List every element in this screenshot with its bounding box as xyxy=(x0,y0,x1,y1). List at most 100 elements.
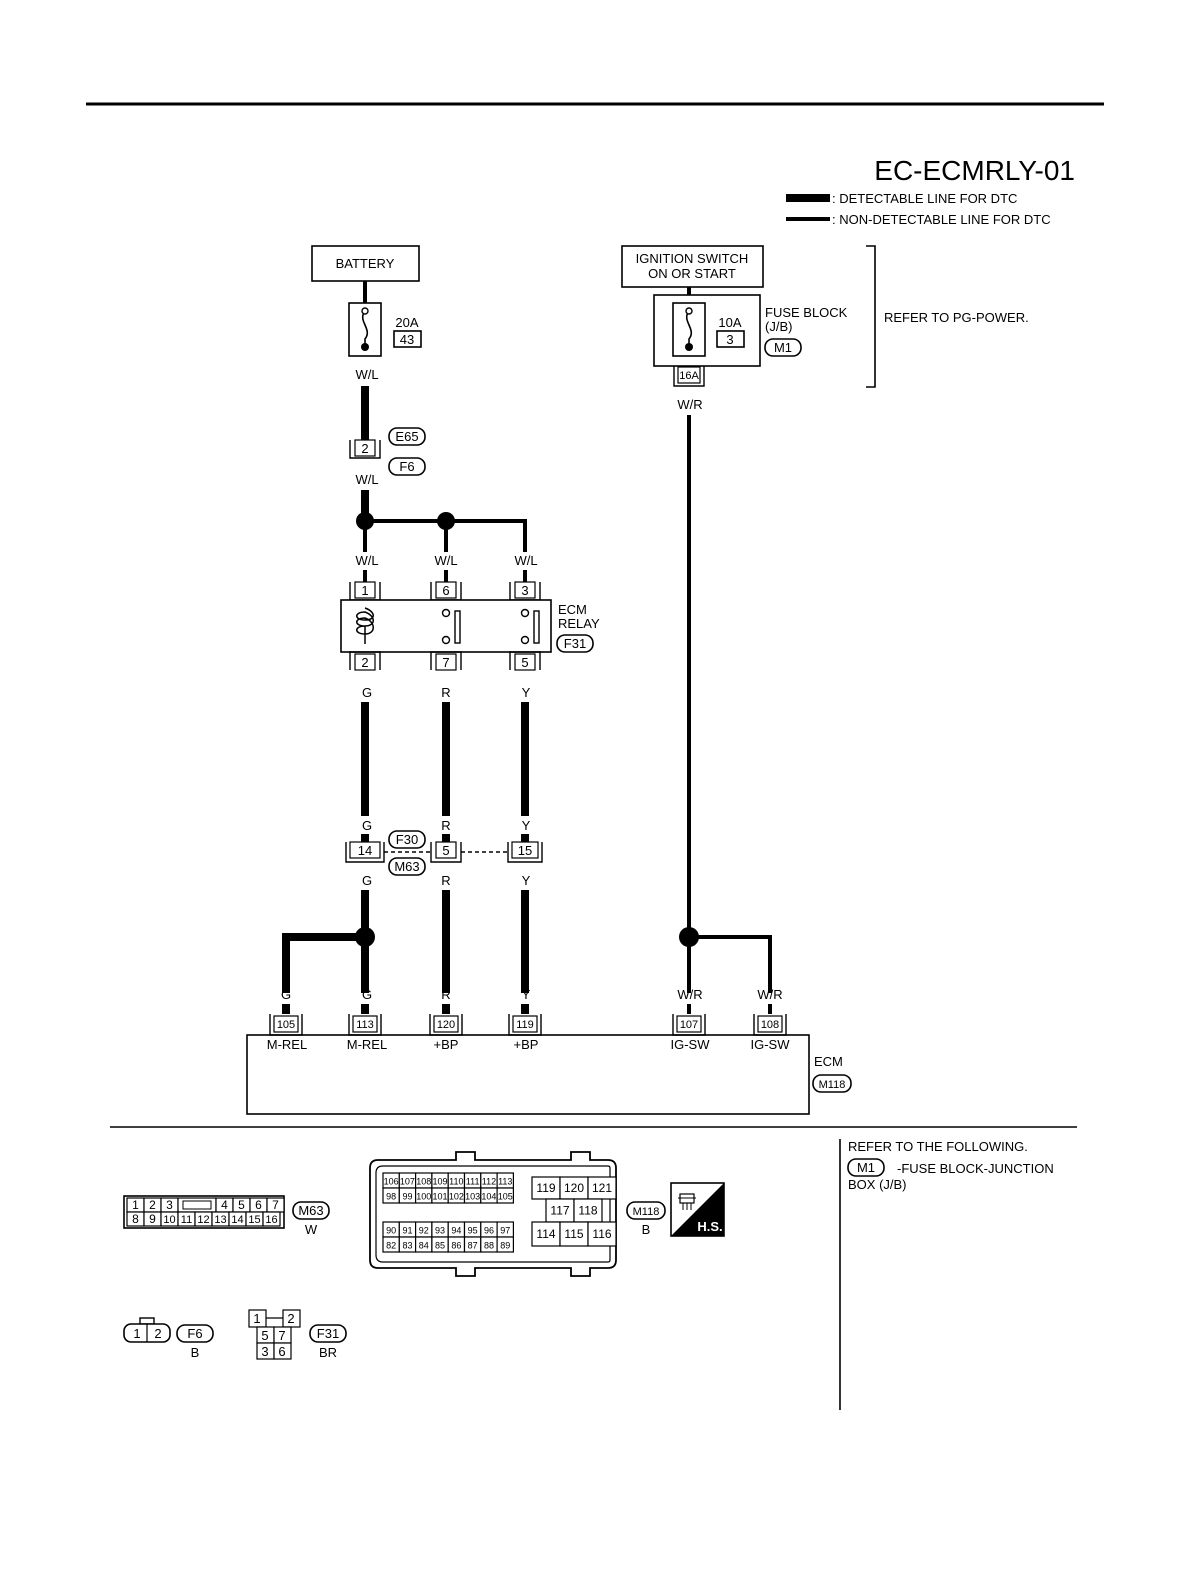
refer-desc2: BOX (J/B) xyxy=(848,1177,907,1192)
conn-m63: M63 xyxy=(394,859,419,874)
mid-wire-in-3: Y xyxy=(522,818,531,833)
m118-pin: 90 xyxy=(386,1226,396,1236)
connector-bracket xyxy=(430,651,462,670)
m63-pin: 11 xyxy=(181,1214,192,1226)
relay-pin-box xyxy=(514,653,536,671)
relay-top-wire-2: W/L xyxy=(434,553,457,568)
mid-pin-3: 15 xyxy=(518,843,532,858)
mid-pin-1: 14 xyxy=(358,843,372,858)
ecm-pin-box xyxy=(273,1015,299,1033)
ecm-relay: 1 6 3 2 7 5 ECM RELAY F31 xyxy=(340,581,600,671)
m118-pin: 84 xyxy=(419,1241,429,1251)
ecm-pin-box xyxy=(433,1015,459,1033)
ignition-fuse-amp: 10A xyxy=(718,315,741,330)
connector-bracket xyxy=(673,366,705,387)
connector-bracket xyxy=(508,1014,542,1036)
relay-top-pin-2: 6 xyxy=(442,583,449,598)
conn-tag-m63 xyxy=(388,857,426,876)
m63-pin: 16 xyxy=(265,1214,277,1226)
joint-connector: 2 E65 F6 xyxy=(349,427,426,476)
m118-color: B xyxy=(642,1222,651,1237)
relay-top-pin-3: 3 xyxy=(521,583,528,598)
relay-pin-box xyxy=(514,581,536,599)
battery-label: BATTERY xyxy=(336,256,395,271)
m63-cell xyxy=(262,1211,281,1227)
mid-wire-out-3: Y xyxy=(522,873,531,888)
refer-conn: M1 xyxy=(857,1160,875,1175)
conn-tag-m1 xyxy=(847,1158,885,1177)
relay-bottom-pin-1: 2 xyxy=(361,655,368,670)
diagram-id: EC-ECMRLY-01 xyxy=(874,155,1075,186)
connector-bracket xyxy=(429,1014,463,1036)
ecm-term-name-6: IG-SW xyxy=(751,1037,791,1052)
relay-bottom-wire-1: G xyxy=(362,685,372,700)
refer-power: REFER TO PG-POWER. xyxy=(884,310,1029,325)
conn-tag-e65 xyxy=(388,427,426,446)
ecm-wire-2: G xyxy=(362,987,372,1002)
ecm-pin-4: 119 xyxy=(516,1019,534,1031)
f31-pin-3: 3 xyxy=(261,1344,268,1359)
ignition-terminal: 16A xyxy=(679,370,699,382)
ignition-line2: ON OR START xyxy=(648,266,736,281)
m118-pin: 91 xyxy=(402,1226,412,1236)
hs-triangle xyxy=(671,1183,724,1236)
conn-tag-m118 xyxy=(626,1201,666,1220)
relay-pin-box xyxy=(435,653,457,671)
f6-pin-1: 1 xyxy=(133,1326,140,1341)
ecm-wire-5: W/R xyxy=(677,987,702,1002)
ecm-connector: M118 xyxy=(819,1079,846,1091)
conn-tag-m118 xyxy=(812,1074,852,1093)
relay-bottom-wire-3: Y xyxy=(522,685,531,700)
m63-pin: 5 xyxy=(238,1198,245,1212)
ecm-term-name-5: IG-SW xyxy=(671,1037,711,1052)
m118-pin: 100 xyxy=(416,1192,431,1202)
ecm-pin-119: 119 xyxy=(508,1014,542,1036)
m63-pin: 4 xyxy=(221,1198,228,1212)
f31-pin-7: 7 xyxy=(278,1328,285,1343)
harness-icon xyxy=(678,1193,696,1210)
ecm-pin-5: 107 xyxy=(680,1019,698,1031)
ecm-term-name-4: +BP xyxy=(514,1037,539,1052)
conn-tag-m1 xyxy=(764,338,802,357)
mid-pin-2: 5 xyxy=(442,843,449,858)
m118-pin: 118 xyxy=(578,1204,597,1218)
conn-tag-f31 xyxy=(309,1324,347,1343)
relay-label-2: RELAY xyxy=(558,616,600,631)
ecm-wire-3: R xyxy=(441,987,450,1002)
f31-color: BR xyxy=(319,1345,337,1360)
ecm-wire-1: G xyxy=(281,987,291,1002)
relay-top-pin-1: 1 xyxy=(361,583,368,598)
fuse-block-line2: (J/B) xyxy=(765,319,792,334)
f31-cell xyxy=(273,1342,292,1360)
battery-wire-color: W/L xyxy=(355,367,378,382)
connector-bracket xyxy=(509,651,541,670)
f6-connector-face: 1 2 F6 B xyxy=(123,1317,214,1360)
m118-cell xyxy=(531,1221,561,1247)
mid-wire-in-2: R xyxy=(441,818,450,833)
m63-pin: 3 xyxy=(166,1198,173,1212)
m118-pin: 104 xyxy=(481,1192,496,1202)
ecm-term-name-2: M-REL xyxy=(347,1037,387,1052)
conn-tag-m63 xyxy=(292,1201,330,1220)
m63-pin: 7 xyxy=(272,1198,279,1212)
connector-bracket xyxy=(349,440,381,459)
switch-contact-icon xyxy=(441,635,451,645)
ecm-label: ECM xyxy=(814,1054,843,1069)
ecm-pin-3: 120 xyxy=(437,1019,455,1031)
coil-icon xyxy=(356,607,374,644)
connector-bracket xyxy=(348,1014,382,1036)
m118-inner-shell xyxy=(375,1165,611,1263)
m118-cell xyxy=(559,1221,589,1247)
relay-top-wire-1: W/L xyxy=(355,553,378,568)
m118-pin: 107 xyxy=(400,1177,415,1187)
m118-pin: 103 xyxy=(465,1192,480,1202)
relay-connector: F31 xyxy=(564,636,586,651)
m118-pin: 101 xyxy=(433,1192,448,1202)
m63-pin: 14 xyxy=(231,1214,243,1226)
mid-wire-out-2: R xyxy=(441,873,450,888)
ecm-pin-1: 105 xyxy=(277,1019,295,1031)
